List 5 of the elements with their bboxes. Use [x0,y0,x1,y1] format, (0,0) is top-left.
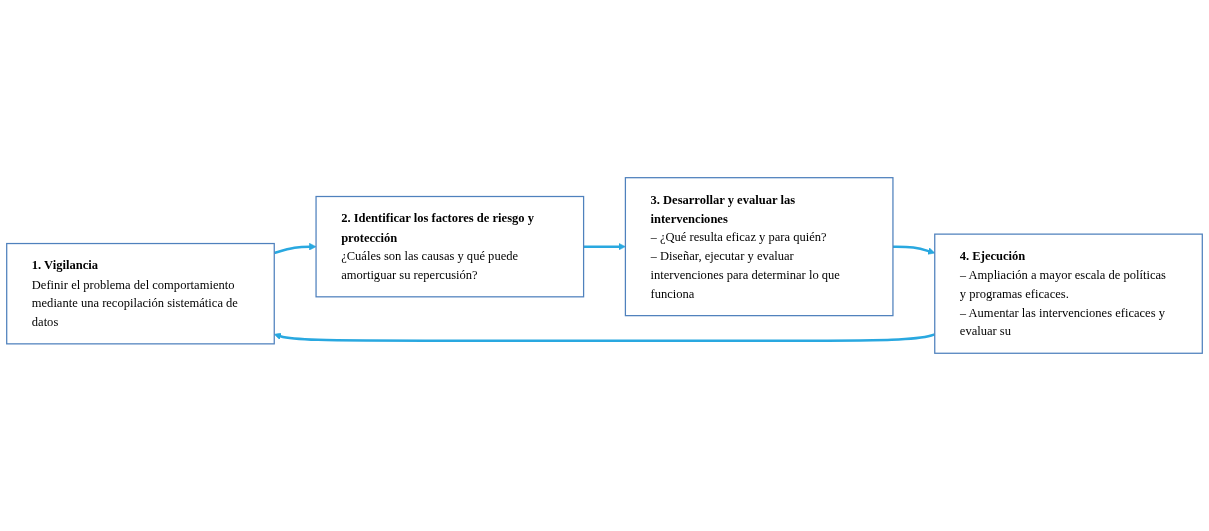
node-box: 3. Desarrollar y evaluar las intervenciones – ¿Qué resulta eficaz y para quién? – Diseñar, ejecutar y evaluar intervenciones para determinar lo que funciona [624,177,894,317]
node-box: 2. Identificar los factores de riesgo y protección ¿Cuáles son las causas y qué puede amortiguar su repercusión? [315,195,585,298]
node-box: 4. Ejecución – Ampliación a mayor escala de políticas y programas eficaces. – Aumentar las intervenciones eficaces y evaluar su [934,233,1203,354]
arrow [583,243,626,251]
node-box: 1. Vigilancia Definir el problema del comportamiento mediante una recopilación sistemática de datos [6,242,275,345]
